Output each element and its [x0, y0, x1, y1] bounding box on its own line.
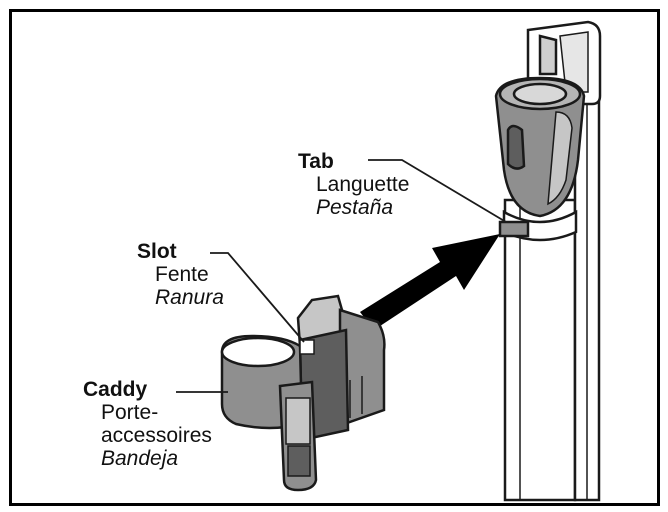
slot-label-en: Slot [137, 240, 224, 263]
caddy-label-fr-line1: Porte- [83, 401, 212, 424]
slot-label-fr: Fente [137, 263, 224, 286]
tab-label-fr: Languette [298, 173, 409, 196]
tab-label-en: Tab [298, 150, 409, 173]
caddy-accessory [222, 296, 384, 490]
tab-shape [500, 222, 528, 236]
wand-tube [505, 200, 575, 500]
wand-holder [496, 78, 584, 240]
caddy-label-en: Caddy [83, 378, 212, 401]
slot-leader-line [210, 253, 304, 342]
caddy-label-fr-line2: accessoires [83, 424, 212, 447]
tab-label-es: Pestaña [298, 196, 409, 219]
direction-arrow [360, 234, 500, 330]
caddy-callout: Caddy Porte- accessoires Bandeja [83, 378, 212, 470]
slot-shape [300, 340, 314, 354]
caddy-label-es: Bandeja [83, 447, 212, 470]
slot-label-es: Ranura [137, 286, 224, 309]
slot-callout: Slot Fente Ranura [137, 240, 224, 309]
tab-callout: Tab Languette Pestaña [298, 150, 409, 219]
